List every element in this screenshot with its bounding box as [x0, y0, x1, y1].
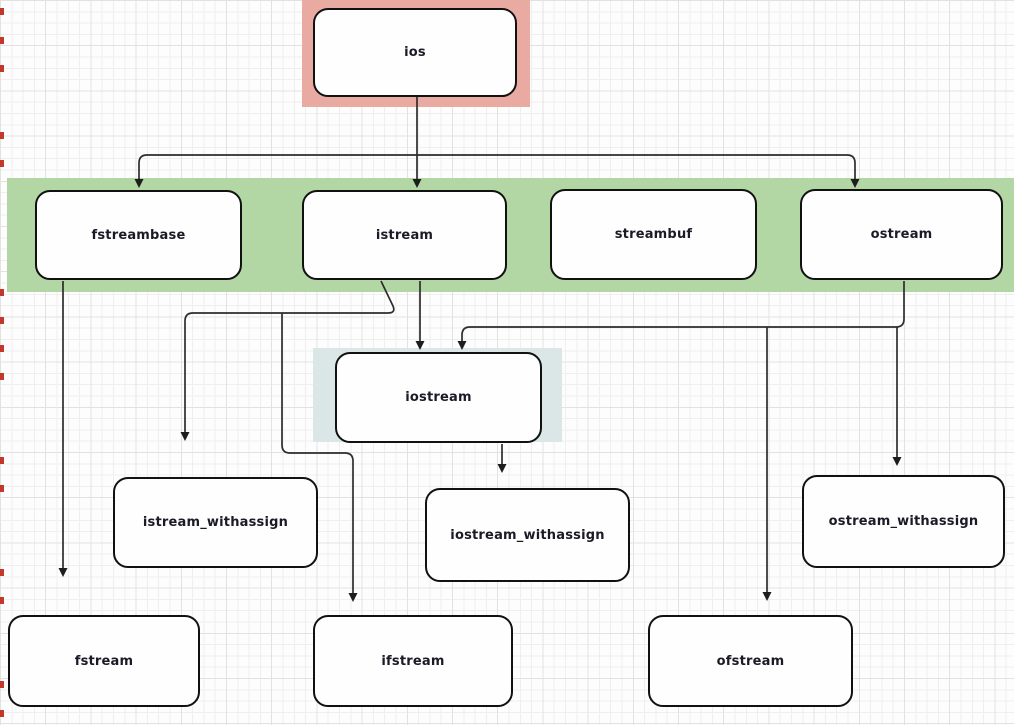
node-fstream[interactable]: fstream: [8, 615, 200, 707]
arrowhead-icon: [892, 457, 902, 466]
node-ifstream[interactable]: ifstream: [313, 615, 513, 707]
canvas-edge-tick: [0, 457, 4, 464]
node-label: ifstream: [381, 653, 445, 669]
node-label: fstream: [74, 653, 134, 669]
node-label: ostream: [870, 227, 933, 242]
node-ofstream[interactable]: ofstream: [648, 615, 853, 707]
node-label: ostream_withassign: [828, 514, 979, 529]
node-istream[interactable]: istream: [302, 190, 507, 280]
node-iostream[interactable]: iostream: [335, 352, 542, 443]
node-label: istream: [375, 227, 434, 243]
node-label: fstreambase: [91, 227, 186, 243]
node-iostream_withassign[interactable]: iostream_withassign: [425, 488, 630, 582]
node-label: iostream: [405, 390, 472, 405]
node-label: ios: [404, 45, 426, 60]
canvas-edge-tick: [0, 681, 4, 688]
node-ios[interactable]: ios: [313, 8, 517, 97]
canvas-edge-tick: [0, 8, 4, 15]
canvas-edge-tick: [0, 485, 4, 492]
node-label: ofstream: [716, 653, 785, 669]
node-label: iostream_withassign: [450, 527, 605, 543]
canvas-edge-tick: [0, 289, 4, 296]
edge-ios-fstreambase: [138, 154, 417, 180]
canvas-edge-tick: [0, 317, 4, 324]
arrowhead-icon: [762, 592, 772, 601]
canvas-edge-tick: [0, 345, 4, 352]
canvas-edge-tick: [0, 373, 4, 380]
canvas-edge-tick: [0, 569, 4, 576]
node-ostream[interactable]: ostream: [800, 189, 1003, 280]
canvas-edge-tick: [0, 160, 4, 167]
canvas-edge-tick: [0, 37, 4, 44]
edge-ios-ostream: [417, 154, 856, 180]
canvas-edge-tick: [0, 597, 4, 604]
node-istream_withassign[interactable]: istream_withassign: [113, 477, 318, 568]
canvas-edge-tick: [0, 132, 4, 139]
node-label: streambuf: [614, 227, 693, 242]
arrowhead-icon: [348, 593, 358, 602]
canvas-edge-tick: [0, 65, 4, 72]
node-ostream_withassign[interactable]: ostream_withassign: [802, 475, 1005, 568]
node-label: istream_withassign: [142, 515, 289, 530]
node-fstreambase[interactable]: fstreambase: [35, 190, 242, 280]
node-streambuf[interactable]: streambuf: [550, 189, 757, 280]
arrowhead-icon: [58, 568, 68, 577]
canvas-edge-tick: [0, 710, 4, 717]
arrowhead-icon: [497, 464, 507, 473]
arrowhead-icon: [180, 432, 190, 441]
